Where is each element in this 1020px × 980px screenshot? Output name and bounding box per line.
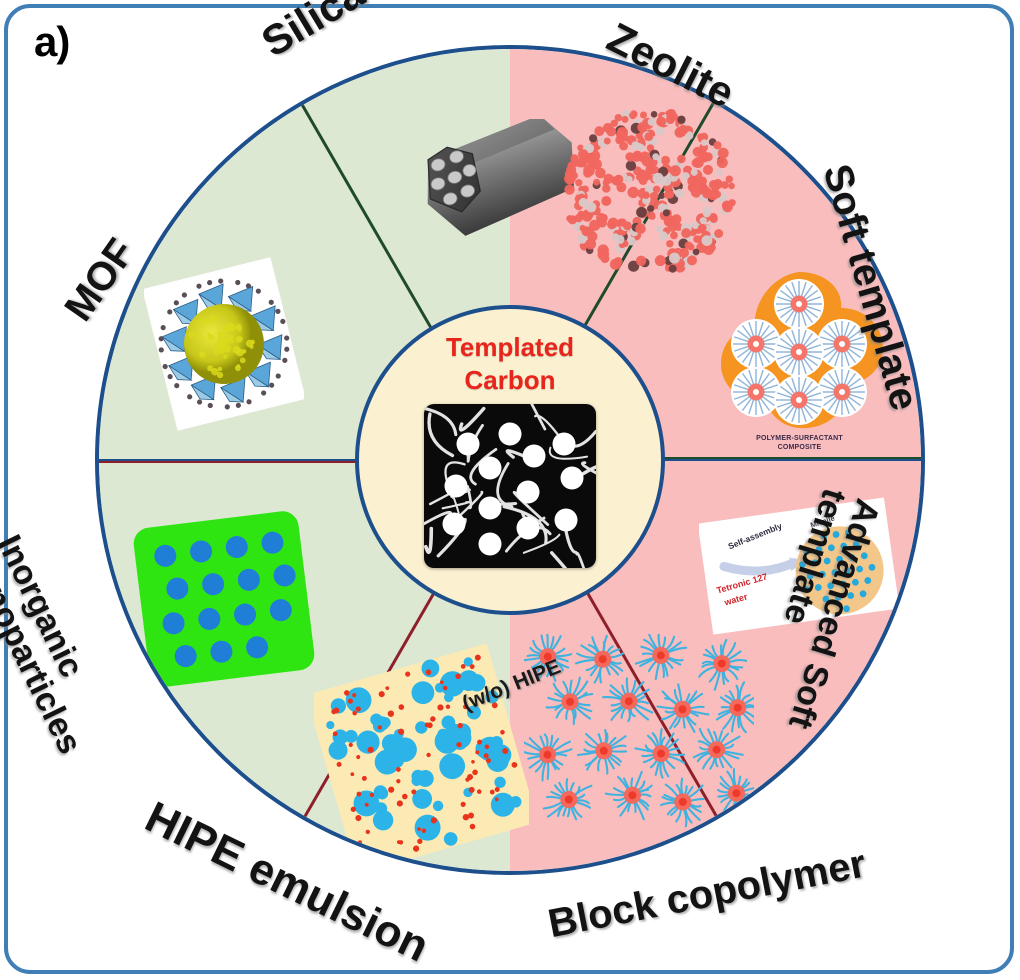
center-title-line1: Templated (445, 332, 575, 362)
artwork-hipe-emulsion (305, 643, 538, 871)
artwork-inorganic-nanoparticles (129, 499, 319, 699)
artwork-silica-rod (399, 115, 599, 249)
soft-template-caption: POLYMER-SURFACTANT COMPOSITE (756, 435, 843, 452)
center-title: Templated Carbon (446, 331, 574, 396)
artwork-mof-cage (142, 249, 306, 439)
artwork-soft-template-micelles (707, 264, 892, 449)
artwork-advanced-soft-template: Self-assembly Tetronic 127 water Micelle (697, 494, 900, 644)
panel-letter: a) (34, 18, 70, 65)
center-hub: Templated Carbon (355, 305, 665, 615)
templated-carbon-micrograph (424, 404, 596, 568)
center-title-line2: Carbon (464, 364, 556, 395)
templated-carbon-wheel: Self-assembly Tetronic 127 water Micelle… (95, 45, 925, 875)
wheel-disc: Self-assembly Tetronic 127 water Micelle… (95, 45, 925, 875)
artwork-block-copolymer-micelles (520, 629, 763, 839)
artwork-zeolite-framework (554, 104, 744, 279)
